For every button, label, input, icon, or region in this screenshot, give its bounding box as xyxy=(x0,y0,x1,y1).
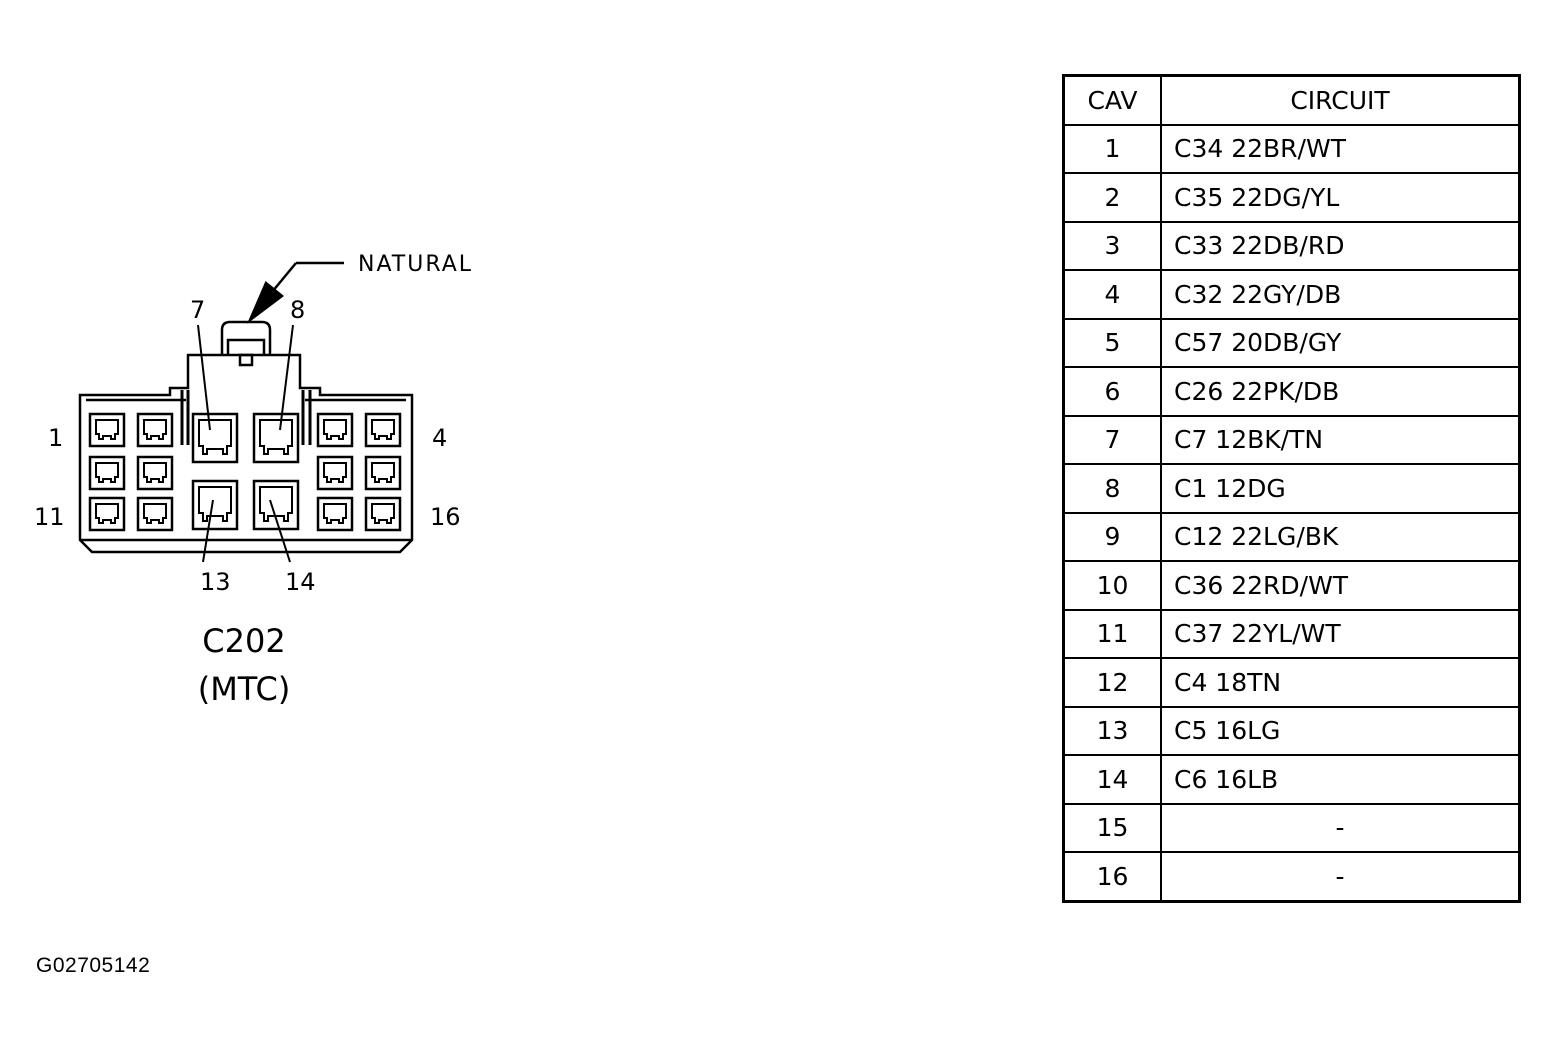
cav-cell: 16 xyxy=(1062,851,1162,902)
cavity-left-0-1 xyxy=(136,412,174,448)
table-row: 16- xyxy=(1062,851,1521,902)
circuit-cell: C36 22RD/WT xyxy=(1160,560,1521,611)
cavity-left-2-0 xyxy=(88,496,126,532)
cav-cell: 9 xyxy=(1062,511,1162,562)
cav-cell: 6 xyxy=(1062,366,1162,417)
cav-cell: 1 xyxy=(1062,123,1162,174)
cavity-right-1-0 xyxy=(316,455,354,491)
circuit-cell: - xyxy=(1160,851,1521,902)
cav-cell: 2 xyxy=(1062,172,1162,223)
cavity-right-1-1 xyxy=(364,455,402,491)
pin-label-11: 11 xyxy=(34,503,65,531)
circuit-cell: C5 16LG xyxy=(1160,705,1521,756)
connector-subtitle: (MTC) xyxy=(198,670,291,708)
circuit-cell: C33 22DB/RD xyxy=(1160,220,1521,271)
cav-cell: 5 xyxy=(1062,317,1162,368)
cavity-7 xyxy=(191,412,239,464)
connector-diagram: NATURAL 1 4 7 8 11 13 14 16 C202 (MTC) xyxy=(34,252,473,708)
pin-leader-lines xyxy=(197,324,294,563)
pin-label-14: 14 xyxy=(285,568,316,596)
cavity-left-2-1 xyxy=(136,496,174,532)
table-row: 15- xyxy=(1062,802,1521,853)
circuit-cell: C34 22BR/WT xyxy=(1160,123,1521,174)
natural-callout-arrow xyxy=(246,261,344,324)
cav-cell: 4 xyxy=(1062,269,1162,320)
cavity-right-2-1 xyxy=(364,496,402,532)
circuit-cell: C7 12BK/TN xyxy=(1160,414,1521,465)
circuit-cell: C4 18TN xyxy=(1160,657,1521,708)
cavity-right-0-1 xyxy=(364,412,402,448)
header-circuit: CIRCUIT xyxy=(1160,74,1521,126)
circuit-cell: C35 22DG/YL xyxy=(1160,172,1521,223)
connector-name: C202 xyxy=(202,622,285,660)
cavity-left-1-1 xyxy=(136,455,174,491)
pin-label-1: 1 xyxy=(48,424,63,452)
circuit-cell: C32 22GY/DB xyxy=(1160,269,1521,320)
circuit-cell: C1 12DG xyxy=(1160,463,1521,514)
cavity-14 xyxy=(252,479,300,531)
pin-label-16: 16 xyxy=(430,503,461,531)
cav-cell: 7 xyxy=(1062,414,1162,465)
circuit-cell: C57 20DB/GY xyxy=(1160,317,1521,368)
circuit-cell: C37 22YL/WT xyxy=(1160,608,1521,659)
cav-cell: 15 xyxy=(1062,802,1162,853)
cav-cell: 13 xyxy=(1062,705,1162,756)
circuit-cell: - xyxy=(1160,802,1521,853)
connector-cavities xyxy=(88,412,402,532)
pin-label-4: 4 xyxy=(432,424,447,452)
cav-cell: 10 xyxy=(1062,560,1162,611)
cav-cell: 8 xyxy=(1062,463,1162,514)
table-header-row: CAV CIRCUIT xyxy=(1062,74,1521,126)
circuit-cell: C6 16LB xyxy=(1160,754,1521,805)
connector-body xyxy=(78,320,414,554)
pin-label-13: 13 xyxy=(200,568,231,596)
cav-cell: 14 xyxy=(1062,754,1162,805)
cav-cell: 11 xyxy=(1062,608,1162,659)
natural-label: NATURAL xyxy=(358,252,473,277)
cav-cell: 3 xyxy=(1062,220,1162,271)
cavity-left-0-0 xyxy=(88,412,126,448)
cav-cell: 12 xyxy=(1062,657,1162,708)
circuit-cell: C26 22PK/DB xyxy=(1160,366,1521,417)
circuit-cell: C12 22LG/BK xyxy=(1160,511,1521,562)
figure-id: G02705142 xyxy=(36,954,151,977)
cavity-8 xyxy=(252,412,300,464)
cavity-right-2-0 xyxy=(316,496,354,532)
pin-label-8: 8 xyxy=(290,296,305,324)
cavity-right-0-0 xyxy=(316,412,354,448)
cavity-13 xyxy=(191,479,239,531)
cavity-left-1-0 xyxy=(88,455,126,491)
header-cav: CAV xyxy=(1062,74,1162,126)
pin-label-7: 7 xyxy=(190,296,205,324)
